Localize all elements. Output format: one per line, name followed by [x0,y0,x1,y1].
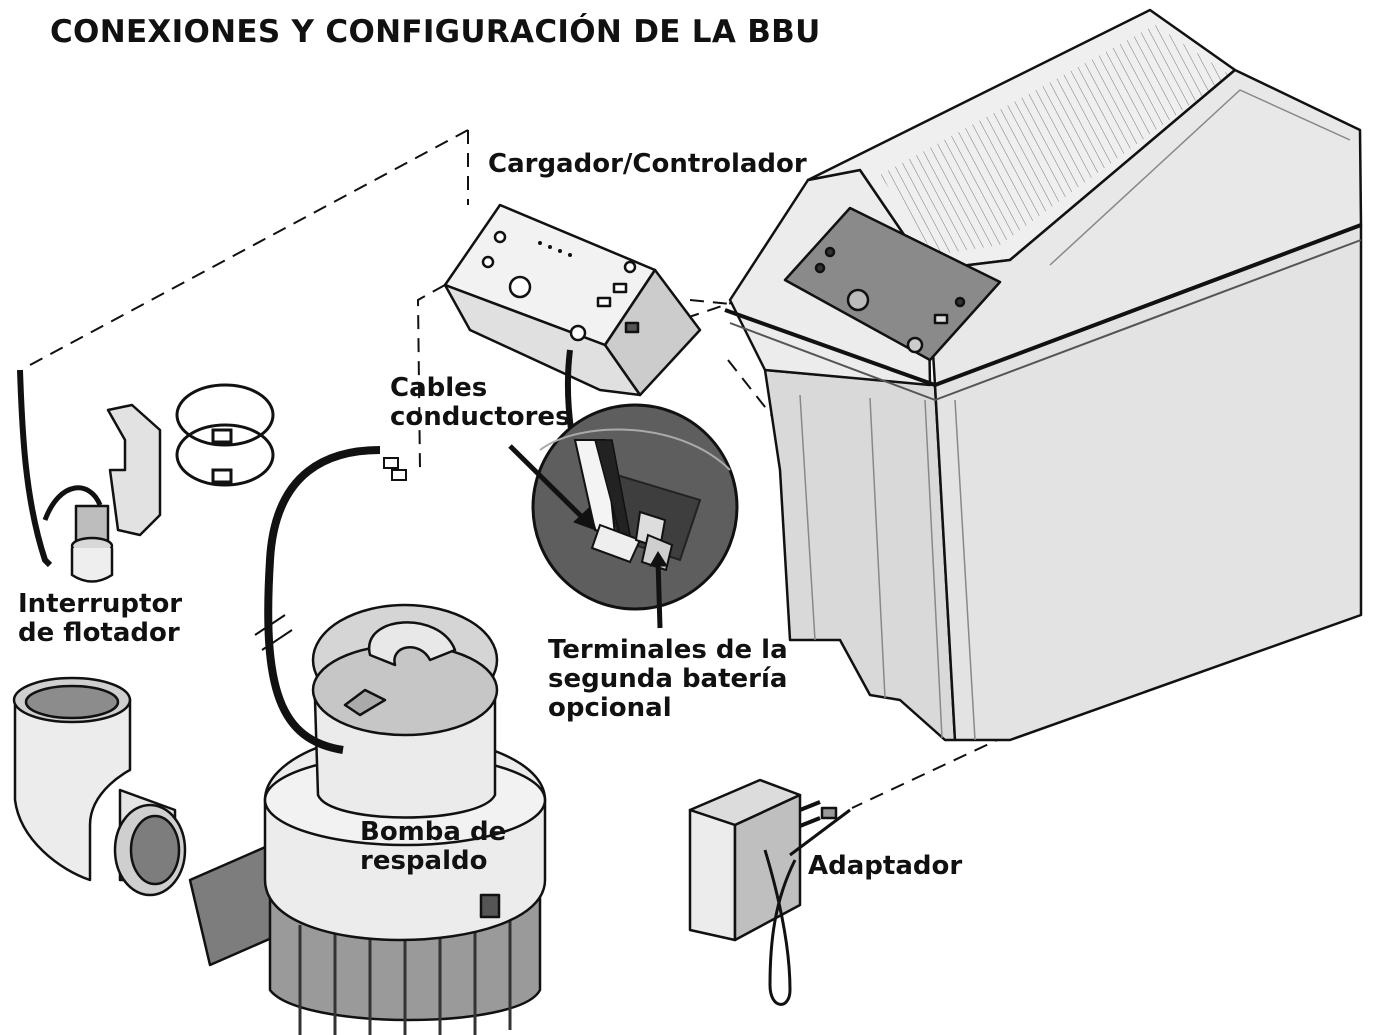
label-adapter: Adaptador [808,851,963,881]
battery-box-icon [724,8,1363,742]
label-charger-controller-text: Cargador/Controlador [488,149,807,179]
label-float-switch-line2: de flotador [18,618,180,649]
backup-pump-icon [188,603,547,1035]
pvc-elbow-icon [12,676,187,897]
callout-arrows [508,444,668,629]
power-adapter-icon [688,778,851,1006]
label-second-battery-line1: Terminales de la [548,635,788,665]
cable-connector-plugs [383,457,407,481]
cable-break-mark [254,614,293,651]
page-title: CONEXIONES Y CONFIGURACIÓN DE LA BBU [50,14,821,50]
label-backup-pump-line2: respaldo [360,846,488,877]
float-switch-icon [17,369,162,583]
pump-cable [264,446,381,754]
label-lead-wires-line2: conductores [390,402,571,433]
label-second-battery-line3: opcional [548,693,672,724]
charger-controller-icon [443,203,702,397]
label-second-battery-terminals: Terminales de la segunda batería opciona… [548,635,788,724]
label-charger-controller: Cargador/Controlador [488,149,807,179]
label-second-battery-line2: segunda batería [548,664,788,695]
label-lead-wires: Cables conductores [390,373,571,433]
label-backup-pump: Bomba de respaldo [360,817,507,877]
label-lead-wires-line1: Cables [390,373,488,403]
label-float-switch-line1: Interruptor [18,589,183,619]
label-backup-pump-line1: Bomba de [360,817,507,847]
label-adapter-text: Adaptador [808,851,963,881]
mounting-clamp-icon [175,383,275,487]
terminal-detail-icon [531,403,739,611]
label-float-switch: Interruptor de flotador [18,589,183,649]
